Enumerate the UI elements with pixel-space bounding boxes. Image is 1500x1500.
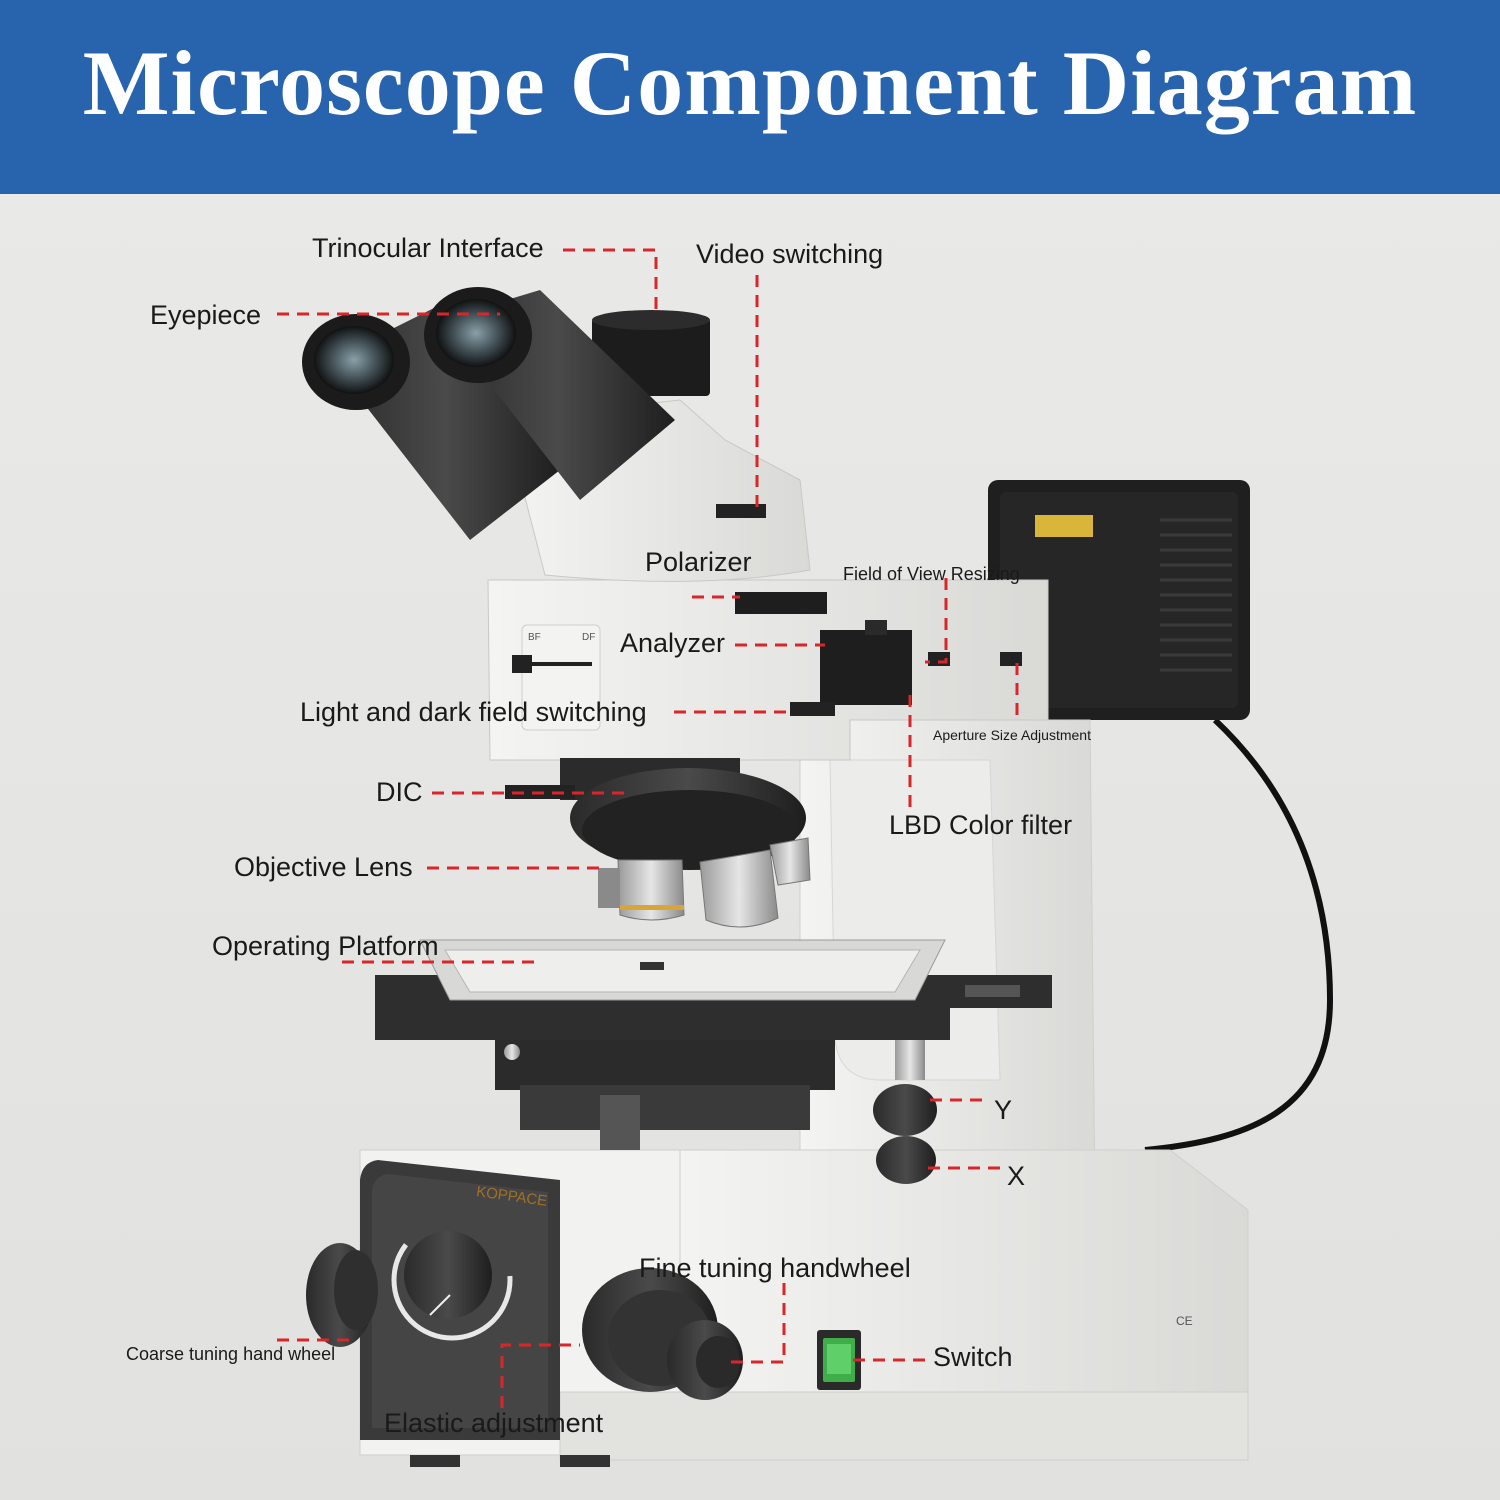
ce-mark: CE	[1176, 1314, 1193, 1328]
df-mark: DF	[582, 632, 596, 643]
stage-plate-icon	[375, 939, 1052, 1040]
brightness-knob-icon	[404, 1231, 492, 1319]
label-switch: Switch	[933, 1342, 1013, 1372]
label-objective-lens: Objective Lens	[234, 852, 413, 882]
fine-knob-icon	[582, 1268, 743, 1400]
power-cable	[1144, 717, 1334, 1153]
label-analyzer: Analyzer	[620, 628, 726, 658]
label-light-dark-field-switching: Light and dark field switching	[300, 697, 647, 727]
label-aperture-size-adjustment: Aperture Size Adjustment	[933, 727, 1091, 743]
label-dic: DIC	[376, 777, 423, 807]
label-lbd-color-filter: LBD Color filter	[889, 810, 1073, 840]
objective-lenses-icon	[598, 837, 811, 928]
nosepiece	[505, 758, 806, 870]
x-knob-icon	[876, 1136, 936, 1184]
illuminator-arm	[487, 579, 1049, 761]
leader-lines	[277, 248, 1019, 1408]
label-polarizer: Polarizer	[645, 547, 752, 577]
label-elastic-adjustment: Elastic adjustment	[384, 1408, 604, 1438]
header-banner: Microscope Component Diagram	[0, 0, 1500, 194]
label-fine-tuning-handwheel: Fine tuning handwheel	[639, 1253, 911, 1283]
caution-sticker	[1035, 515, 1093, 537]
y-knob-icon	[873, 1084, 937, 1136]
label-x: X	[1007, 1161, 1026, 1191]
lamp-housing	[988, 480, 1250, 720]
label-video-switching: Video switching	[696, 239, 884, 269]
filter-slider-icon	[820, 630, 912, 705]
eyepiece-tubes-icon	[302, 287, 675, 540]
label-eyepiece: Eyepiece	[150, 300, 262, 330]
control-panel	[360, 1160, 560, 1440]
label-field-of-view-resizing: Field of View Resizing	[843, 564, 1020, 584]
coarse-knob-icon	[306, 1243, 378, 1347]
polarizer-slider-icon	[735, 592, 827, 614]
power-switch-icon	[817, 1330, 861, 1390]
label-coarse-tuning-hand-wheel: Coarse tuning hand wheel	[126, 1344, 336, 1364]
label-operating-platform: Operating Platform	[212, 931, 439, 961]
page-title: Microscope Component Diagram	[82, 32, 1418, 134]
bf-mark: BF	[528, 632, 541, 643]
stage-mechanism	[495, 1040, 937, 1184]
label-trinocular-interface: Trinocular Interface	[312, 233, 544, 263]
label-y: Y	[994, 1095, 1013, 1125]
